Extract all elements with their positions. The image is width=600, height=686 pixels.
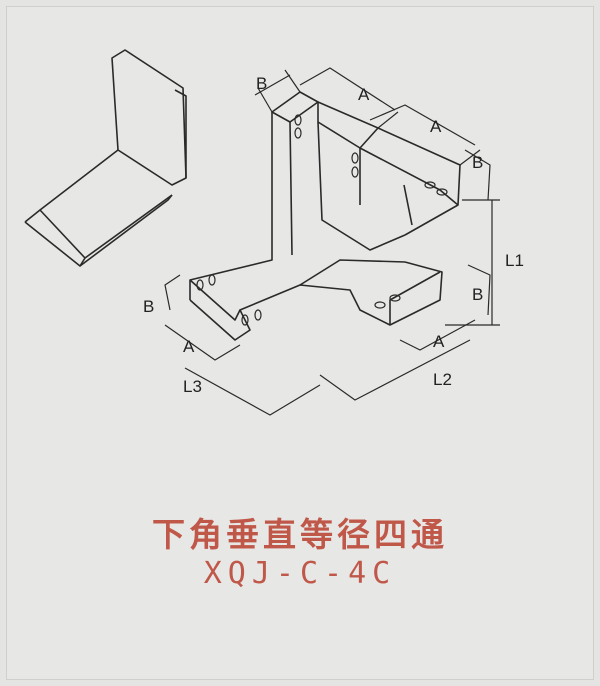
four-way-tray	[189, 91, 461, 341]
label-b-left: B	[143, 297, 154, 316]
label-a-top: A	[358, 85, 370, 104]
label-b-right: B	[472, 285, 483, 304]
model-code: XQJ-C-4C	[203, 556, 397, 591]
label-b-right-top: B	[472, 153, 483, 172]
label-a-right: A	[433, 332, 445, 351]
label-a-right-top: A	[430, 117, 442, 136]
product-title: 下角垂直等径四通	[152, 515, 448, 554]
perspective-sketch	[24, 49, 187, 267]
dimension-lines	[164, 67, 500, 416]
diagram-frame	[6, 6, 594, 680]
label-b-top: B	[256, 74, 267, 93]
label-l3: L3	[183, 377, 202, 396]
label-a-left: A	[183, 337, 195, 356]
label-l2: L2	[433, 370, 452, 389]
label-l1: L1	[505, 251, 524, 270]
